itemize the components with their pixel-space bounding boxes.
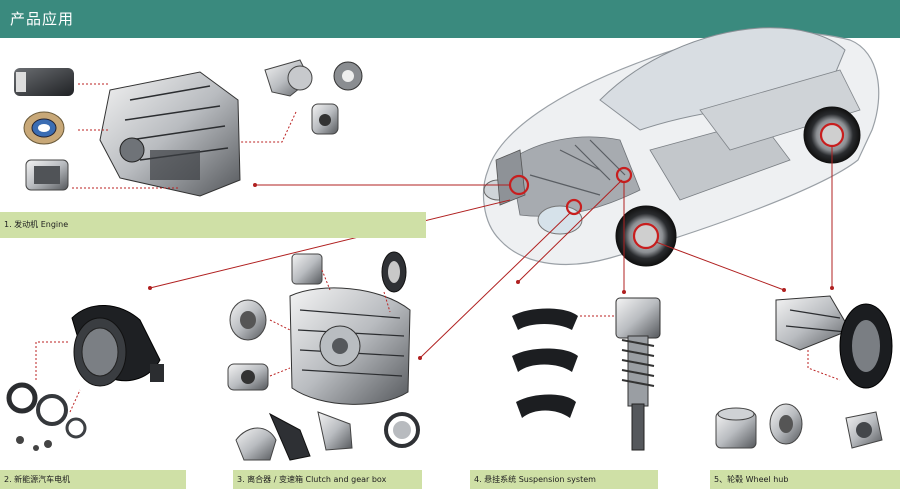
page-title: 产品应用 bbox=[10, 10, 75, 28]
label-wheel-hub: 5、轮毂 Wheel hub bbox=[710, 470, 900, 489]
tensioner-thumbs bbox=[264, 59, 363, 135]
car-cutaway-illustration bbox=[482, 27, 880, 267]
header-bar: 产品应用 bbox=[0, 0, 900, 38]
label-ev-motor: 2. 新能源汽车电机 bbox=[0, 470, 186, 489]
ev-motor-group bbox=[6, 305, 164, 451]
bearing-ring-thumb bbox=[23, 111, 65, 145]
gearbox-bearing-thumbs bbox=[227, 251, 420, 461]
engine-group bbox=[14, 59, 363, 197]
label-suspension: 4. 悬挂系统 Suspension system bbox=[470, 470, 658, 489]
label-clutch-gearbox: 3. 离合器 / 变速箱 Clutch and gear box bbox=[233, 470, 422, 489]
label-engine-text: 1. 发动机 Engine bbox=[4, 220, 69, 229]
front-hub-marker bbox=[632, 222, 660, 250]
label-engine: 1. 发动机 Engine bbox=[0, 212, 426, 238]
label-wheel-hub-text: 5、轮毂 Wheel hub bbox=[714, 474, 789, 484]
bearing-block-thumb bbox=[25, 159, 69, 191]
leader-lines bbox=[148, 146, 834, 360]
label-clutch-gearbox-text: 3. 离合器 / 变速箱 Clutch and gear box bbox=[237, 474, 387, 484]
oil-seal-thumb bbox=[14, 68, 74, 96]
gearbox-group bbox=[227, 251, 420, 461]
wheel-hub-group bbox=[715, 295, 893, 449]
label-ev-motor-text: 2. 新能源汽车电机 bbox=[4, 474, 71, 484]
suspension-group bbox=[512, 297, 661, 451]
clutch-marker bbox=[565, 198, 583, 216]
label-suspension-text: 4. 悬挂系统 Suspension system bbox=[474, 474, 596, 484]
